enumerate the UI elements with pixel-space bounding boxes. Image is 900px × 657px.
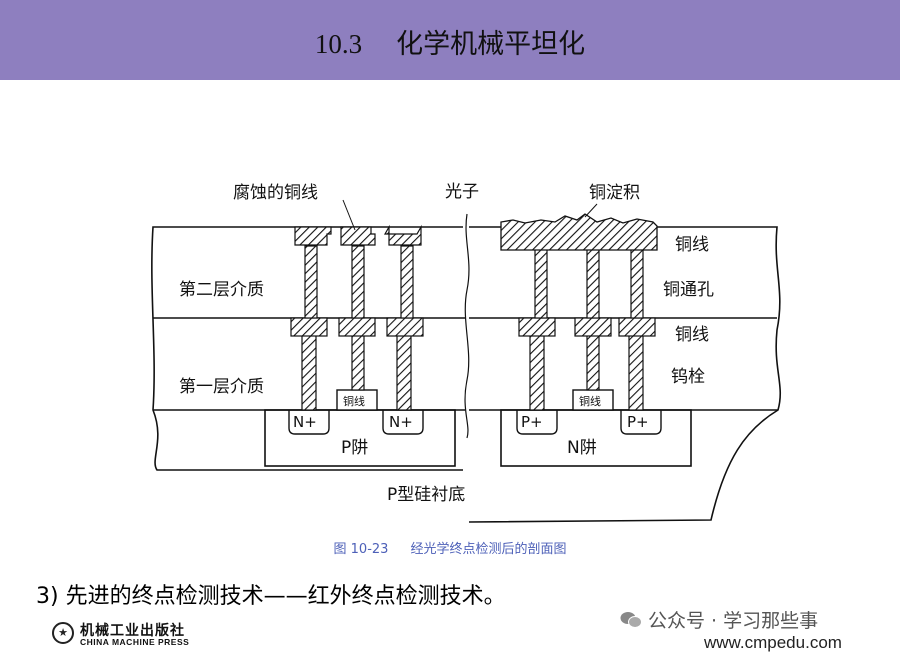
copper-via bbox=[534, 245, 548, 319]
n-plus-right-region bbox=[382, 410, 424, 435]
watermark-text: 公众号 · 学习那些事 bbox=[648, 610, 819, 632]
copper-line-mid bbox=[518, 317, 556, 337]
copper-via bbox=[400, 245, 414, 319]
right-body-outline bbox=[468, 226, 781, 523]
label-copper-line-top: 铜线 bbox=[675, 235, 709, 255]
tungsten-plug bbox=[351, 334, 365, 391]
figure-caption: 图 10-23 经光学终点检测后的剖面图 bbox=[0, 538, 900, 557]
tungsten-plug bbox=[628, 334, 644, 411]
label-second-dielectric: 第二层介质 bbox=[179, 280, 264, 300]
tungsten-plug bbox=[301, 334, 317, 411]
copper-line-mid bbox=[290, 317, 328, 337]
label-copper-deposit: 铜淀积 bbox=[589, 183, 640, 203]
label-copper-line-mid: 铜线 bbox=[675, 325, 709, 345]
label-p-plus-right: P+ bbox=[627, 413, 649, 431]
publisher-name-cn: 机械工业出版社 bbox=[80, 623, 185, 639]
caption-text: 经光学终点检测后的剖面图 bbox=[410, 542, 567, 557]
website-link[interactable]: www.cmpedu.com bbox=[704, 633, 842, 652]
label-photon: 光子 bbox=[445, 182, 479, 202]
section-title: 化学机械平坦化 bbox=[396, 29, 586, 59]
photon-break-line bbox=[464, 213, 470, 439]
wechat-icon bbox=[620, 612, 642, 628]
p-plus-left-region bbox=[516, 410, 558, 435]
corroded-copper-line bbox=[340, 226, 376, 246]
copper-line-mid bbox=[386, 317, 424, 337]
deposit-leader bbox=[584, 203, 598, 218]
tungsten-plug bbox=[529, 334, 545, 411]
label-n-plus-right: N+ bbox=[389, 413, 413, 431]
tungsten-plug bbox=[396, 334, 412, 411]
label-tungsten-plug: 钨栓 bbox=[671, 367, 705, 387]
section-number: 10.3 bbox=[314, 29, 363, 59]
label-n-well: N阱 bbox=[567, 438, 597, 458]
body-text: 3) 先进的终点检测技术——红外终点检测技术。 bbox=[36, 584, 506, 609]
label-corroded-copper: 腐蚀的铜线 bbox=[233, 183, 318, 203]
copper-via bbox=[351, 245, 365, 319]
publisher-emblem-icon: ★ bbox=[52, 622, 74, 644]
copper-line-mid bbox=[338, 317, 376, 337]
copper-line-mid bbox=[618, 317, 656, 337]
copper-via bbox=[586, 245, 600, 319]
publisher-name-en: CHINA MACHINE PRESS bbox=[80, 637, 190, 647]
label-p-plus-left: P+ bbox=[521, 413, 543, 431]
copper-deposit bbox=[500, 213, 658, 251]
label-n-plus-left: N+ bbox=[293, 413, 317, 431]
corroded-copper-line bbox=[383, 224, 422, 246]
header-bar: 10.3 化学机械平坦化 bbox=[0, 0, 900, 80]
label-gate-right: 铜线 bbox=[579, 394, 601, 408]
publisher-logo: ★ 机械工业出版社 CHINA MACHINE PRESS bbox=[52, 620, 222, 650]
copper-via bbox=[630, 245, 644, 319]
copper-line-mid bbox=[574, 317, 612, 337]
cross-section-diagram: 腐蚀的铜线 光子 铜淀积 铜线 铜通孔 第二层介质 铜线 钨栓 第一层介质 铜线… bbox=[151, 182, 781, 523]
left-body-outline bbox=[151, 226, 463, 471]
corroded-copper-line bbox=[294, 226, 332, 246]
label-substrate: P型硅衬底 bbox=[387, 485, 465, 505]
label-copper-via: 铜通孔 bbox=[663, 280, 714, 300]
n-plus-left-region bbox=[288, 410, 330, 435]
corroded-leader bbox=[342, 199, 356, 231]
tungsten-plug bbox=[586, 334, 600, 391]
figure-number: 图 10-23 bbox=[333, 542, 389, 557]
label-p-well: P阱 bbox=[341, 438, 368, 458]
watermark: 公众号 · 学习那些事 bbox=[620, 606, 818, 633]
copper-via bbox=[304, 245, 318, 319]
slide-title: 10.3 化学机械平坦化 bbox=[0, 22, 900, 61]
label-first-dielectric: 第一层介质 bbox=[179, 377, 264, 397]
label-gate-left: 铜线 bbox=[343, 394, 365, 408]
p-plus-right-region bbox=[620, 410, 662, 435]
